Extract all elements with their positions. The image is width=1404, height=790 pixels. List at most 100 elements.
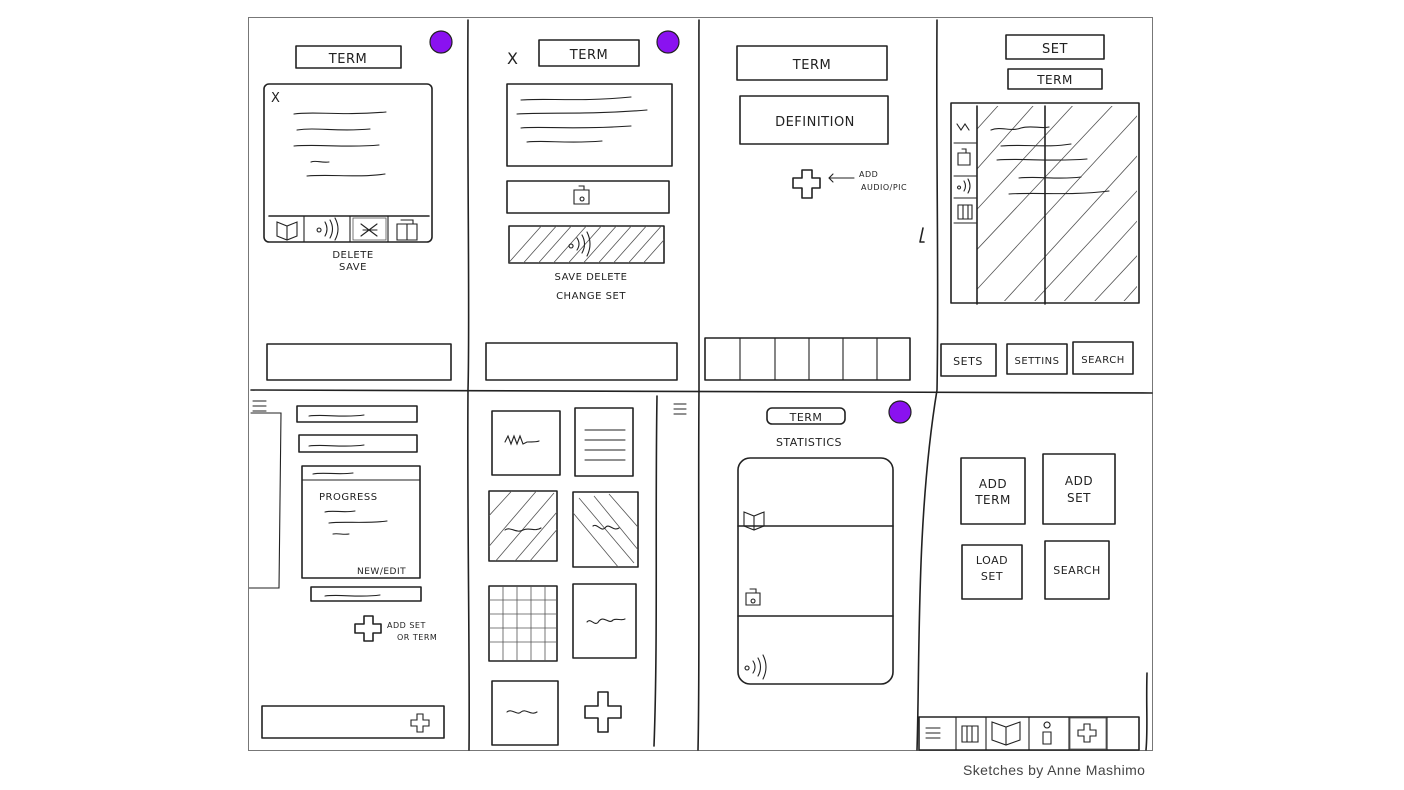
book-icon bbox=[743, 511, 765, 531]
load-set-button[interactable] bbox=[961, 544, 1023, 600]
audio-icon[interactable] bbox=[316, 217, 339, 241]
add-tab-icon[interactable] bbox=[1077, 723, 1097, 743]
audio-icon bbox=[744, 654, 767, 680]
panel-term-card: TERM X DELETE SAVE bbox=[263, 30, 453, 381]
panel-term-edit: X TERM SAVE DELETE CHANGE SET bbox=[485, 30, 680, 381]
load-set-line1: LOAD bbox=[976, 554, 1008, 567]
add-set-line1: ADD bbox=[1065, 474, 1093, 488]
menu-icon[interactable] bbox=[252, 400, 267, 412]
add-note-line2: AUDIO/PIC bbox=[861, 183, 907, 192]
set-terms-scribble bbox=[990, 126, 1110, 195]
list-field[interactable] bbox=[298, 434, 418, 453]
grid-card[interactable] bbox=[574, 407, 634, 477]
progress-scribble bbox=[324, 510, 388, 535]
add-note-line1: ADD SET bbox=[387, 621, 426, 630]
change-set-link[interactable]: CHANGE SET bbox=[556, 291, 626, 302]
scroll-tab[interactable] bbox=[919, 227, 925, 243]
save-link[interactable]: SAVE bbox=[339, 262, 367, 273]
audio-icon[interactable] bbox=[957, 178, 971, 194]
camera-icon[interactable] bbox=[352, 217, 387, 241]
panel-home: ADD TERM ADD SET LOAD SET SEARCH bbox=[918, 453, 1148, 751]
add-icon[interactable] bbox=[354, 615, 382, 642]
load-set-line2: SET bbox=[981, 570, 1003, 583]
record-dot[interactable] bbox=[888, 400, 912, 424]
add-card-icon[interactable] bbox=[584, 691, 622, 733]
add-term-line2: TERM bbox=[974, 493, 1011, 507]
term-field[interactable] bbox=[736, 45, 888, 81]
study-tab-icon[interactable] bbox=[991, 721, 1021, 746]
add-icon[interactable] bbox=[410, 713, 430, 733]
add-note-line1: ADD bbox=[859, 170, 878, 179]
close-icon[interactable]: X bbox=[271, 91, 280, 106]
set-side-toolbar bbox=[953, 123, 977, 224]
record-dot[interactable] bbox=[656, 30, 680, 54]
panel-new-term: TERM DEFINITION ADD AUDIO/PIC bbox=[704, 45, 911, 381]
text-icon[interactable] bbox=[956, 123, 970, 131]
list-field[interactable] bbox=[296, 405, 418, 423]
progress-label: PROGRESS bbox=[319, 492, 378, 503]
cards-icon[interactable] bbox=[957, 204, 973, 220]
cards-icon[interactable] bbox=[396, 219, 418, 241]
book-icon[interactable] bbox=[276, 221, 298, 241]
add-term-button[interactable] bbox=[960, 457, 1026, 525]
nav-settings-button[interactable] bbox=[1006, 343, 1068, 375]
definition-box bbox=[506, 83, 673, 167]
scrollbar[interactable] bbox=[653, 395, 658, 747]
definition-scribble bbox=[516, 96, 648, 143]
bottom-input-bar[interactable] bbox=[261, 705, 445, 739]
nav-search-label: SEARCH bbox=[1081, 355, 1124, 366]
list-field[interactable] bbox=[310, 586, 422, 602]
term-header bbox=[295, 45, 402, 69]
nav-search-button[interactable] bbox=[1072, 341, 1134, 375]
grid-card[interactable] bbox=[572, 583, 637, 659]
add-set-line2: SET bbox=[1067, 491, 1091, 505]
sets-tab-icon[interactable] bbox=[961, 725, 979, 743]
menu-icon[interactable] bbox=[925, 727, 941, 739]
set-header bbox=[1005, 34, 1105, 60]
new-edit-link[interactable]: NEW/EDIT bbox=[357, 567, 406, 577]
panel-dividers bbox=[250, 19, 1153, 751]
definition-field[interactable] bbox=[739, 95, 889, 145]
grid-card[interactable] bbox=[488, 585, 558, 662]
term-header-label: TERM bbox=[328, 52, 367, 67]
delete-link[interactable]: DELETE bbox=[332, 250, 373, 261]
keyboard-strip[interactable] bbox=[704, 337, 911, 381]
term-field-label: TERM bbox=[792, 58, 831, 73]
nav-sets-label: SETS bbox=[953, 355, 983, 368]
camera-icon bbox=[745, 588, 761, 606]
term-header bbox=[766, 407, 846, 425]
bottom-input-bar[interactable] bbox=[266, 343, 452, 381]
audio-slot[interactable] bbox=[508, 225, 665, 264]
grid-card[interactable] bbox=[491, 410, 561, 476]
camera-icon[interactable] bbox=[573, 185, 590, 205]
side-drawer-edge bbox=[249, 412, 282, 589]
scrollbar[interactable] bbox=[1145, 672, 1148, 751]
grid-card[interactable] bbox=[491, 680, 559, 746]
panel-statistics: TERM STATISTICS bbox=[737, 400, 912, 685]
panel-progress: PROGRESS NEW/EDIT ADD SET OR TERM bbox=[249, 400, 445, 739]
audio-icon[interactable] bbox=[568, 231, 591, 257]
nav-sets-button[interactable] bbox=[940, 343, 997, 377]
photo-slot[interactable] bbox=[506, 180, 670, 214]
panel-card-grid bbox=[488, 395, 687, 747]
menu-icon[interactable] bbox=[673, 403, 687, 415]
nav-settings-label: SETTINS bbox=[1015, 356, 1060, 367]
grid-card[interactable] bbox=[488, 490, 558, 562]
term-card bbox=[263, 83, 433, 243]
grid-card[interactable] bbox=[572, 491, 639, 568]
record-dot[interactable] bbox=[429, 30, 453, 54]
settings-tab-icon[interactable] bbox=[1042, 721, 1052, 745]
close-icon[interactable]: X bbox=[507, 49, 518, 68]
term-header bbox=[538, 39, 640, 67]
add-term-line1: ADD bbox=[979, 477, 1007, 491]
search-button-label: SEARCH bbox=[1053, 564, 1101, 577]
sketch-credit: Sketches by Anne Mashimo bbox=[963, 762, 1146, 778]
save-delete-links[interactable]: SAVE DELETE bbox=[555, 272, 628, 283]
card-scribble-text bbox=[293, 111, 387, 177]
search-button[interactable] bbox=[1044, 540, 1110, 600]
camera-icon[interactable] bbox=[957, 148, 971, 166]
statistics-card bbox=[737, 457, 894, 685]
bottom-input-bar[interactable] bbox=[485, 342, 678, 381]
add-set-button[interactable] bbox=[1042, 453, 1116, 525]
add-icon[interactable] bbox=[792, 169, 821, 199]
